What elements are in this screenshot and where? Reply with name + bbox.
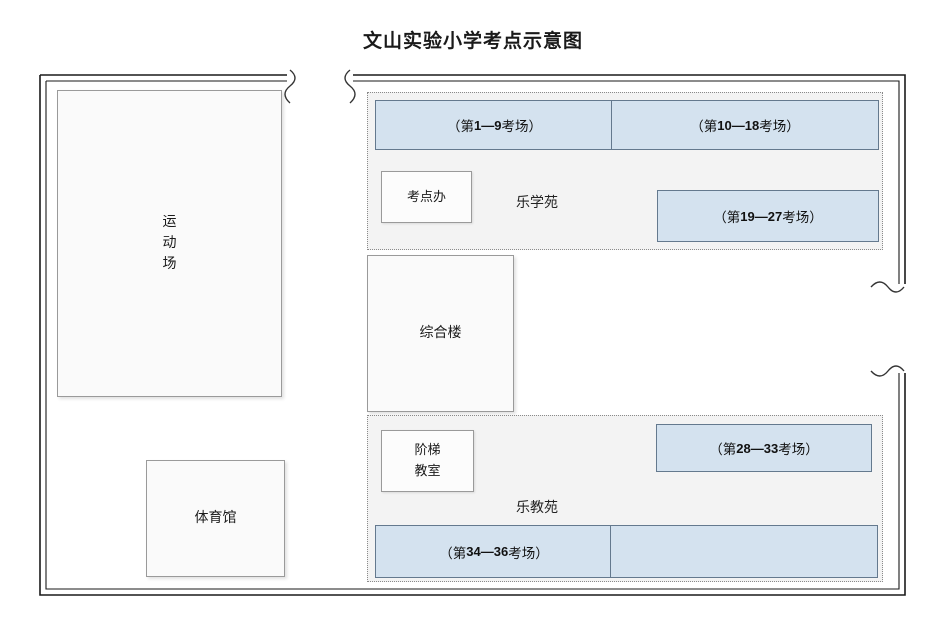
room-range: 10—18 [717,117,760,133]
lecture-hall: 阶梯 教室 [381,430,474,492]
zone-lexueyuan-label: 乐学苑 [516,196,558,211]
room-range: 1—9 [474,117,502,133]
right-gate-top-icon [870,281,905,293]
gymnasium: 体育馆 [146,460,285,577]
complex-building-label: 综合楼 [419,326,462,341]
gymnasium-label: 体育馆 [194,511,237,526]
room-label: 考场） [501,119,542,134]
exam-office-label: 考点办 [406,188,446,204]
exam-office: 考点办 [381,171,472,223]
exam-rooms-empty-box [610,525,878,578]
zone-lejiaoyuan-label: 乐教苑 [516,501,558,516]
room-label: （第 [439,545,467,561]
lecture-hall-label: 阶梯 教室 [414,442,441,478]
outer-wall [39,74,906,596]
complex-building: 综合楼 [367,255,514,412]
page-title: 文山实验小学考点示意图 [362,31,583,52]
room-range: 28—33 [736,440,779,456]
room-label: 考场） [759,119,800,134]
right-gate-bottom-icon [870,365,905,377]
room-range: 19—27 [740,208,783,224]
room-label: 考场） [778,442,819,457]
inner-wall [45,80,900,590]
top-gate-right-icon [344,69,356,104]
room-label: 考场） [508,545,549,561]
sports-field-label: 运 动 场 [162,215,177,272]
room-range: 34—36 [466,544,509,559]
room-label: （第 [709,442,737,457]
top-gate-left-icon [284,69,296,104]
room-label: （第 [447,119,475,134]
room-label: （第 [713,210,741,225]
room-label: （第 [690,119,718,134]
sports-field: 运 动 场 [57,90,282,397]
room-label: 考场） [782,210,823,225]
